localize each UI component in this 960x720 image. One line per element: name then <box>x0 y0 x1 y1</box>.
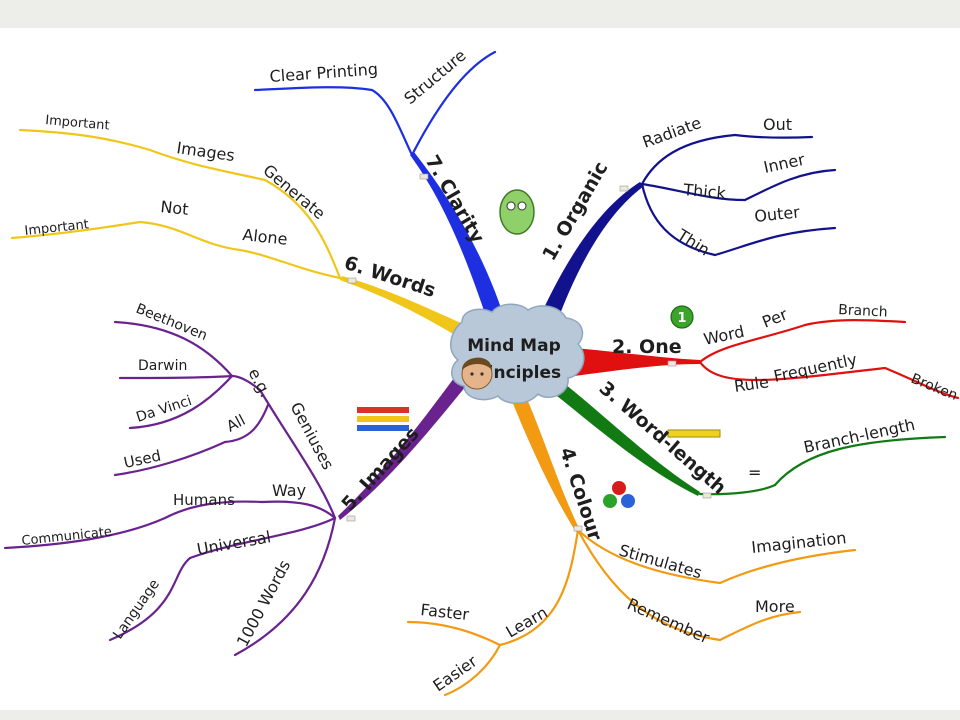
label-clear-printing: Clear Printing <box>269 59 379 86</box>
center-title-line-1: Mind Map <box>467 336 561 356</box>
mind-map-canvas: Mind Map Principles 1 7. Clarity 1. Orga… <box>0 28 960 710</box>
label-stimulates: Stimulates <box>617 541 704 583</box>
label-thick: Thick <box>682 180 728 203</box>
line-da-vinci <box>128 374 234 430</box>
line-generate <box>263 178 342 280</box>
label-frequently: Frequently <box>772 350 859 386</box>
line-more <box>718 610 802 642</box>
line-stimulates <box>576 528 722 585</box>
line-geniuses <box>258 388 337 520</box>
label-outer: Outer <box>753 202 801 226</box>
line-radiate <box>640 133 737 186</box>
line-not <box>138 220 242 252</box>
line-branch <box>803 319 907 327</box>
label-inner: Inner <box>762 150 807 177</box>
line-rule-frequently <box>698 360 887 382</box>
label-communicate: Communicate <box>21 525 113 549</box>
label-more: More <box>755 597 795 616</box>
line-word-per <box>698 323 807 364</box>
label-universal: Universal <box>195 527 272 559</box>
node-markers <box>346 173 712 532</box>
label-important-1: Important <box>45 113 111 134</box>
line-faster <box>406 620 502 647</box>
branch-clarity-line <box>410 152 508 334</box>
line-important-2 <box>10 220 142 240</box>
label-way: Way <box>272 481 306 500</box>
line-1000-words <box>233 516 337 657</box>
label-per: Per <box>759 304 790 331</box>
main-branches <box>338 152 700 532</box>
branch-organic-line <box>534 182 644 336</box>
line-easier <box>443 643 502 697</box>
line-imagination <box>718 548 857 585</box>
label-broken: Broken <box>909 371 960 404</box>
label-beethoven: Beethoven <box>134 301 210 344</box>
center-node[interactable]: Mind Map Principles <box>450 303 585 404</box>
number-one-icon: 1 <box>670 305 694 329</box>
line-clear-printing <box>253 86 414 157</box>
branch-word-length-line <box>552 380 700 496</box>
label-darwin: Darwin <box>138 358 187 374</box>
line-images-sub <box>148 148 267 182</box>
line-darwin <box>118 374 234 380</box>
label-alone: Alone <box>242 225 289 249</box>
label-thin: Thin <box>673 225 713 260</box>
label-all: All <box>223 411 248 436</box>
line-outer <box>713 226 837 257</box>
line-remember <box>576 528 722 642</box>
line-broken <box>883 366 960 400</box>
label-branch: Branch <box>838 302 888 321</box>
label-images: 5. Images <box>337 423 423 515</box>
image-bars-icon <box>357 407 409 431</box>
label-important-2: Important <box>24 217 90 239</box>
line-out <box>733 133 814 139</box>
line-thick <box>640 182 747 202</box>
branch-colour-line <box>510 392 580 532</box>
line-all <box>223 403 270 444</box>
label-remember: Remember <box>624 594 712 647</box>
label-organic: 1. Organic <box>538 158 612 265</box>
line-used <box>113 440 227 477</box>
branch-images-line <box>338 378 466 520</box>
line-inner <box>743 168 837 202</box>
line-important-1 <box>18 128 152 152</box>
svg-text:1: 1 <box>677 311 686 326</box>
label-learn: Learn <box>503 603 551 642</box>
branch-words-line <box>340 276 478 344</box>
line-language <box>108 556 192 642</box>
ruler-icon <box>667 429 721 438</box>
line-beethoven <box>113 320 234 378</box>
line-structure <box>410 50 497 157</box>
label-easier: Easier <box>429 651 480 695</box>
branch-one-line <box>574 348 700 376</box>
line-way <box>260 500 337 520</box>
label-one: 2. One <box>612 336 682 358</box>
line-thin <box>640 182 717 257</box>
label-not: Not <box>160 197 190 219</box>
line-eg <box>230 374 262 392</box>
label-equals: = <box>748 463 761 482</box>
label-radiate: Radiate <box>640 113 704 152</box>
line-learn <box>498 528 580 647</box>
mind-map: Mind Map Principles 1 7. Clarity 1. Orga… <box>3 46 960 697</box>
label-out: Out <box>763 115 792 134</box>
line-communicate <box>3 516 167 550</box>
sub-branches <box>3 50 960 697</box>
label-generate: Generate <box>259 161 328 224</box>
line-universal <box>188 516 337 560</box>
label-faster: Faster <box>420 600 471 624</box>
label-language: Language <box>110 577 163 643</box>
colour-dots-icon <box>603 481 635 508</box>
line-humans <box>163 500 264 520</box>
label-structure: Structure <box>400 46 469 108</box>
label-used: Used <box>122 446 162 471</box>
label-rule: Rule <box>733 372 770 396</box>
label-geniuses: Geniuses <box>286 399 337 473</box>
face-icon <box>461 357 493 390</box>
clarity-mascot-icon <box>499 189 535 235</box>
line-branch-length <box>773 435 947 487</box>
label-branch-length: Branch-length <box>802 415 917 457</box>
line-alone <box>238 248 342 280</box>
label-humans: Humans <box>173 491 235 509</box>
